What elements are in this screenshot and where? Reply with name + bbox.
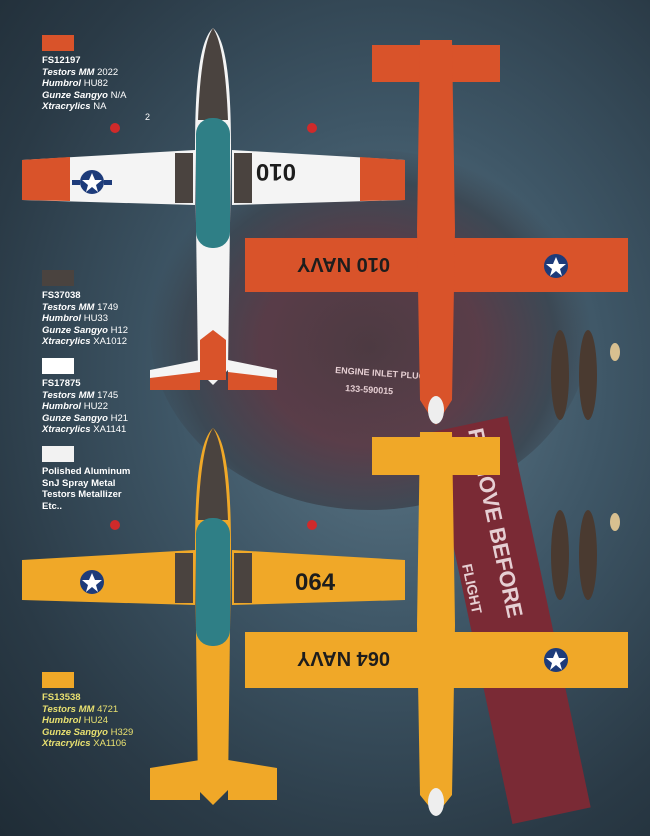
drop-tanks	[551, 330, 620, 600]
fs-code: FS17875	[42, 378, 81, 389]
paint-code: XA1012	[93, 336, 128, 347]
paint-code: XA1106	[93, 738, 127, 749]
color-swatch	[42, 446, 74, 462]
paint-code: HU24	[83, 715, 108, 726]
paint-code: 2022	[97, 66, 119, 78]
paint-code: H21	[110, 412, 129, 424]
aircraft-number: 010	[256, 158, 296, 185]
paint-brand: Xtracrylics	[42, 101, 91, 112]
paint-code: 1745	[97, 389, 119, 401]
aircraft-number: 064	[295, 569, 336, 596]
paint-brand: Humbrol	[42, 401, 82, 412]
color-swatch	[42, 35, 74, 51]
paint-brand: Testors MM	[42, 66, 95, 78]
fs-code: FS13538	[42, 692, 81, 703]
paint-brand: Gunze Sangyo	[42, 89, 108, 101]
legend-line: Etc..	[42, 500, 63, 512]
paint-brand: Xtracrylics	[42, 424, 91, 435]
paint-code: HU22	[83, 401, 108, 412]
paint-code: HU33	[83, 313, 108, 324]
paint-brand: Humbrol	[42, 313, 82, 324]
paint-brand: Xtracrylics	[42, 336, 91, 347]
paint-brand: Humbrol	[42, 78, 82, 89]
remove-before-flight-streamer	[429, 416, 591, 824]
paint-brand: Testors MM	[42, 389, 95, 401]
color-legend-fs12197: FS12197 Testors MM 2022 Humbrol HU82 Gun…	[42, 35, 126, 113]
plug-number: 133-590015	[345, 383, 394, 396]
color-legend-fs13538: FS13538 Testors MM 4721 Humbrol HU24 Gun…	[42, 672, 133, 750]
paint-code: HU82	[83, 78, 108, 89]
paint-brand: Gunze Sangyo	[42, 726, 108, 738]
paint-brand: Testors MM	[42, 301, 95, 313]
aircraft-top-view-010: 010 2	[22, 28, 405, 390]
callout-number: 2	[145, 112, 150, 122]
color-swatch	[42, 358, 74, 374]
paint-brand: Humbrol	[42, 715, 82, 726]
paint-code: NA	[93, 101, 107, 112]
color-legend-aluminum: Polished Aluminum SnJ Spray Metal Testor…	[42, 446, 130, 512]
aircraft-bottom-view-010: 010 NAVY	[245, 40, 628, 425]
paint-code: N/A	[110, 89, 127, 101]
color-legend-fs17875: FS17875 Testors MM 1745 Humbrol HU22 Gun…	[42, 358, 128, 436]
fs-code: FS37038	[42, 290, 81, 301]
navy-marking: 010 NAVY	[296, 253, 390, 275]
paint-code: 1749	[97, 301, 119, 313]
legend-line: Polished Aluminum	[42, 466, 131, 477]
paint-code: H12	[110, 324, 129, 336]
color-swatch	[42, 672, 74, 688]
aircraft-top-view-064: 064	[22, 428, 405, 805]
color-legend-fs37038: FS37038 Testors MM 1749 Humbrol HU33 Gun…	[42, 270, 128, 348]
navy-marking: 064 NAVY	[296, 647, 390, 669]
paint-brand: Gunze Sangyo	[42, 324, 108, 336]
paint-code: H329	[110, 726, 134, 738]
fs-code: FS12197	[42, 55, 81, 66]
plug-label: ENGINE INLET PLUG	[335, 365, 426, 381]
legend-line: SnJ Spray Metal	[42, 477, 116, 489]
paint-code: XA1141	[93, 424, 127, 435]
legend-line: Testors Metallizer	[42, 489, 122, 500]
paint-code: 4721	[97, 703, 119, 715]
paint-brand: Xtracrylics	[42, 738, 91, 749]
paint-brand: Testors MM	[42, 703, 95, 715]
paint-brand: Gunze Sangyo	[42, 412, 108, 424]
aircraft-bottom-view-064: 064 NAVY	[245, 432, 628, 816]
color-swatch	[42, 270, 74, 286]
